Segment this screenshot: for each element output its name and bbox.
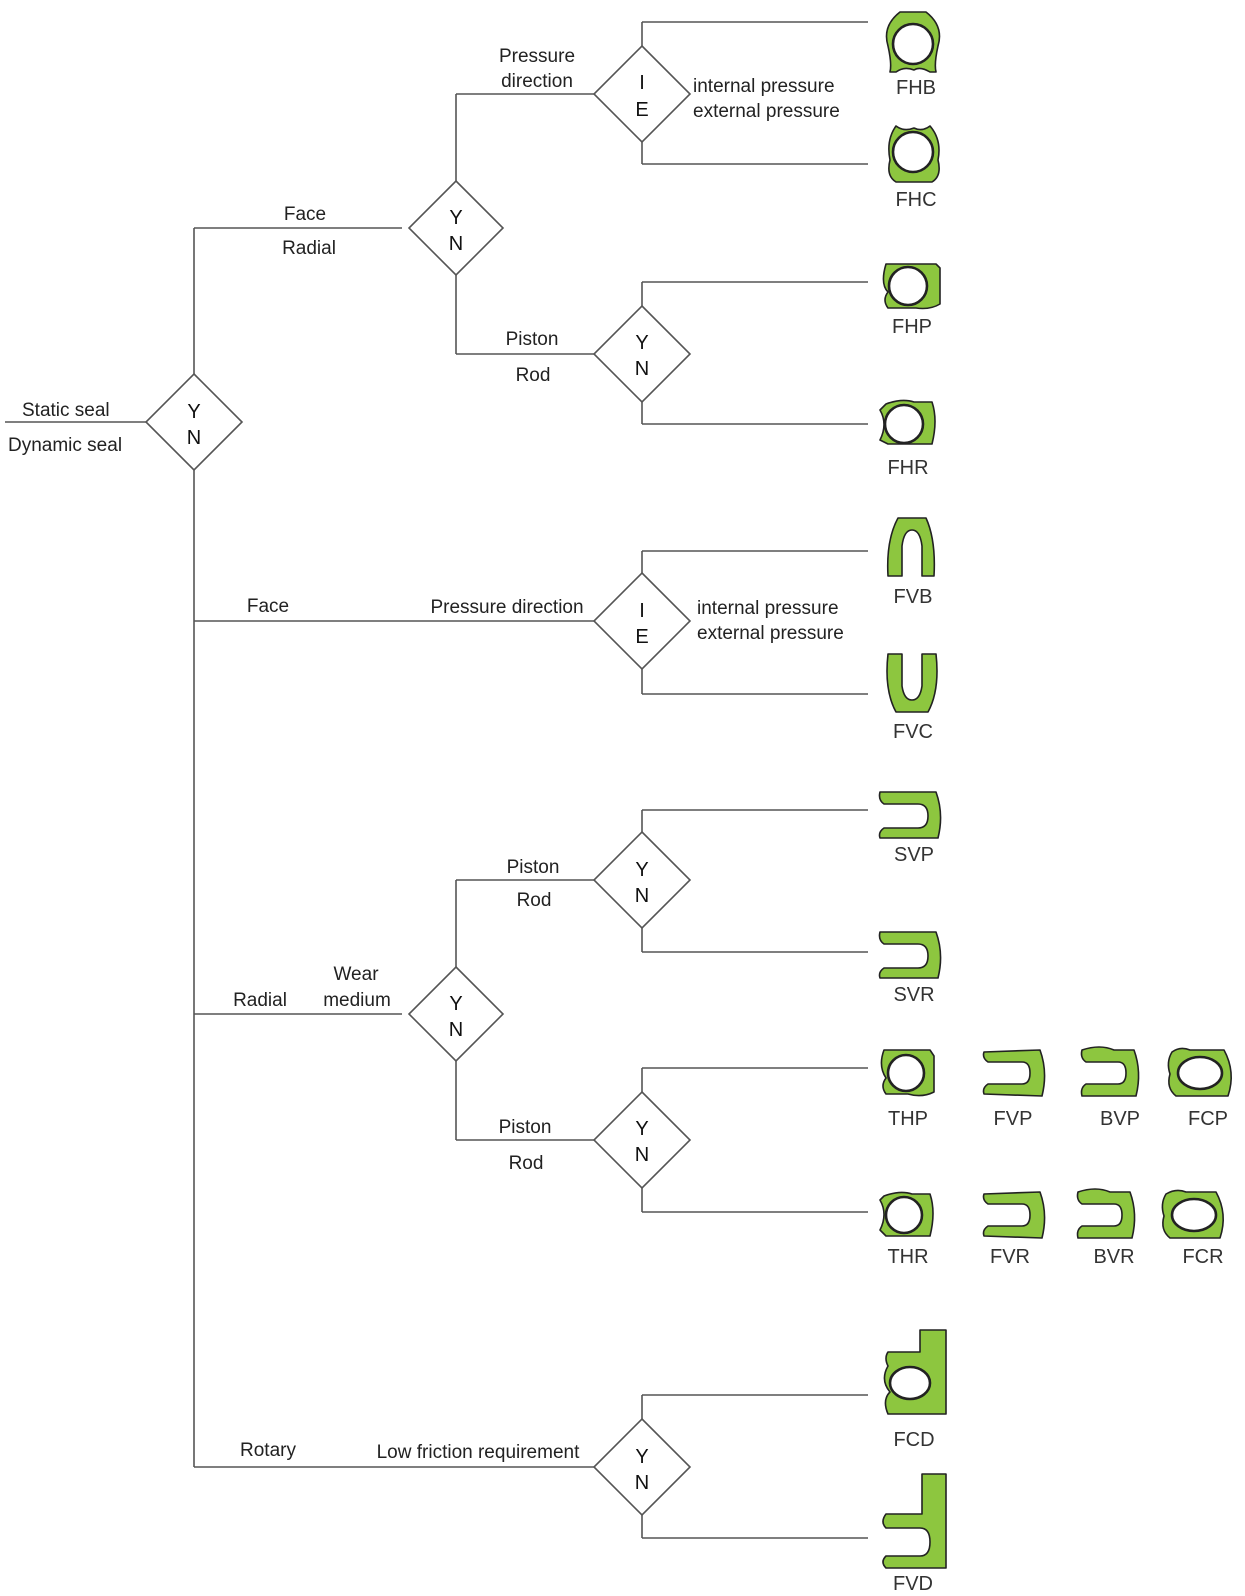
seal-thr-icon <box>879 1191 934 1237</box>
diamond-yes-label: Y <box>635 1118 648 1140</box>
static-external-pressure-label: external pressure <box>693 101 840 122</box>
diamond-no-label: N <box>635 885 649 907</box>
dynamic-radial-label: Radial <box>233 990 287 1011</box>
nowear-rod-label: Rod <box>509 1153 544 1174</box>
static-piston-rod-diamond: Y N <box>592 304 692 404</box>
wear-piston-rod-diamond: Y N <box>592 830 692 930</box>
seal-fvb-icon <box>886 517 936 577</box>
dynamic-internal-pressure-label: internal pressure <box>697 598 839 619</box>
diamond-no-label: N <box>635 1472 649 1494</box>
seal-fcr-label: FCR <box>1182 1246 1223 1268</box>
seal-fvd-label: FVD <box>893 1573 933 1595</box>
dynamic-face-label: Face <box>247 596 289 617</box>
seal-fhb-icon <box>885 11 941 73</box>
seal-bvp-label: BVP <box>1100 1108 1140 1130</box>
static-face-label: Face <box>284 204 326 225</box>
seal-fhc-icon <box>888 125 940 183</box>
seal-fcp-label: FCP <box>1188 1108 1228 1130</box>
seal-fhp-label: FHP <box>892 316 932 338</box>
diamond-no-label: N <box>635 1144 649 1166</box>
diamond-no-label: N <box>187 427 201 449</box>
seal-fvr-icon <box>982 1191 1046 1239</box>
static-decision-diamond: Y N <box>407 179 505 277</box>
seal-fvd-icon <box>882 1473 947 1569</box>
wear-medium-label-line2: medium <box>323 990 391 1011</box>
diamond-no-label: N <box>449 1019 463 1041</box>
seal-thp-label: THP <box>888 1108 928 1130</box>
seal-fhc-label: FHC <box>895 189 936 211</box>
seal-fhr-icon <box>879 399 936 445</box>
seal-svp-label: SVP <box>894 844 934 866</box>
diamond-yes-label: Y <box>449 993 462 1015</box>
seal-svr-icon <box>878 931 942 979</box>
dynamic-pressure-direction-label: Pressure direction <box>430 597 583 618</box>
wear-piston-label: Piston <box>507 857 560 878</box>
seal-fcd-icon <box>883 1329 947 1415</box>
seal-fvp-icon <box>982 1049 1046 1097</box>
seal-bvp-icon <box>1080 1046 1140 1097</box>
seal-fhr-label: FHR <box>887 457 928 479</box>
diamond-yes-label: Y <box>635 1446 648 1468</box>
diamond-internal-label: I <box>639 600 645 622</box>
static-pressure-label-line2: direction <box>501 71 573 92</box>
dynamic-external-pressure-label: external pressure <box>697 623 844 644</box>
seal-fvr-label: FVR <box>990 1246 1030 1268</box>
seal-fhp-icon <box>882 263 941 310</box>
static-pressure-label-line1: Pressure <box>499 46 575 67</box>
seal-fvc-icon <box>886 653 938 713</box>
seal-fcr-icon <box>1161 1189 1224 1239</box>
static-internal-pressure-label: internal pressure <box>693 76 835 97</box>
diamond-no-label: N <box>449 233 463 255</box>
seal-svr-label: SVR <box>893 984 934 1006</box>
diamond-yes-label: Y <box>449 207 462 229</box>
low-friction-diamond: Y N <box>592 1417 692 1517</box>
diamond-internal-label: I <box>639 72 645 94</box>
static-piston-label: Piston <box>506 329 559 350</box>
seal-fvc-label: FVC <box>893 721 933 743</box>
diamond-no-label: N <box>635 358 649 380</box>
seal-svp-icon <box>878 791 942 839</box>
connector-lines <box>5 21 868 1539</box>
nowear-piston-rod-diamond: Y N <box>592 1090 692 1190</box>
low-friction-label: Low friction requirement <box>377 1442 580 1463</box>
dynamic-pressure-diamond: I E <box>592 571 692 671</box>
seal-bvr-label: BVR <box>1093 1246 1134 1268</box>
root-decision-diamond: Y N <box>144 372 244 472</box>
static-rod-label: Rod <box>516 365 551 386</box>
diamond-yes-label: Y <box>635 859 648 881</box>
seal-fcp-icon <box>1167 1047 1232 1097</box>
rotary-label: Rotary <box>240 1440 296 1461</box>
root-bottom-label: Dynamic seal <box>8 435 122 456</box>
seal-fvb-label: FVB <box>894 586 933 608</box>
seal-thr-label: THR <box>887 1246 928 1268</box>
seal-fvp-label: FVP <box>994 1108 1033 1130</box>
diamond-yes-label: Y <box>187 401 200 423</box>
nowear-piston-label: Piston <box>499 1117 552 1138</box>
root-top-label: Static seal <box>22 400 110 421</box>
static-pressure-diamond: I E <box>592 44 692 144</box>
static-radial-label: Radial <box>282 238 336 259</box>
seal-fhb-label: FHB <box>896 77 936 99</box>
wear-medium-diamond: Y N <box>407 965 505 1063</box>
wear-rod-label: Rod <box>517 890 552 911</box>
wear-medium-label-line1: Wear <box>333 964 379 985</box>
diamond-external-label: E <box>635 99 648 121</box>
diamond-yes-label: Y <box>635 332 648 354</box>
diamond-external-label: E <box>635 626 648 648</box>
seal-fcd-label: FCD <box>893 1429 934 1451</box>
seal-bvr-icon <box>1076 1188 1136 1239</box>
seal-thp-icon <box>880 1049 935 1097</box>
